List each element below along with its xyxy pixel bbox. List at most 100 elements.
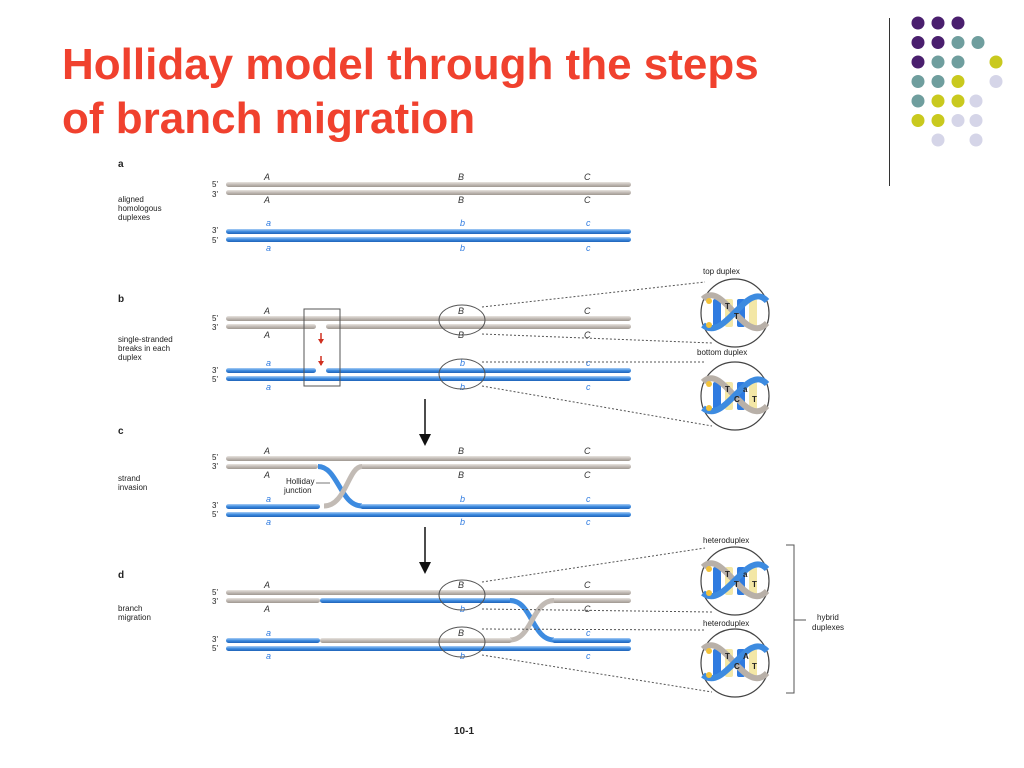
label-C: C	[584, 580, 591, 590]
label-c: c	[586, 382, 591, 392]
decor-dot	[931, 36, 945, 49]
helix-blue-strand	[701, 643, 770, 681]
blue-strand-left	[226, 368, 316, 373]
decor-dot	[971, 36, 985, 49]
junction-grey-strand	[509, 598, 555, 643]
base-letter: a	[743, 570, 748, 579]
label-C: C	[584, 470, 591, 480]
label-a: a	[266, 628, 271, 638]
grey-strand-right	[326, 324, 631, 329]
label-b: b	[460, 218, 465, 228]
label-b: b	[460, 494, 465, 504]
label-B: B	[458, 628, 464, 638]
decor-dot	[911, 75, 925, 88]
base-letter: T	[752, 580, 757, 589]
panel-b-desc-3: duplex	[118, 353, 142, 362]
end-label: 5'	[212, 510, 218, 519]
label-b: b	[460, 382, 465, 392]
label-c: c	[586, 628, 591, 638]
end-label: 5'	[212, 180, 218, 189]
callout-bottom-duplex: bottom duplex	[697, 348, 747, 357]
label-A: A	[263, 195, 270, 205]
base-letter: a	[743, 385, 748, 394]
base-pair	[713, 382, 721, 410]
zoom-ellipse	[438, 358, 486, 390]
label-c: c	[586, 243, 591, 253]
base-letter: A	[743, 652, 749, 661]
decor-dot	[951, 114, 965, 127]
label-C: C	[584, 195, 591, 205]
grey-strand-right	[552, 598, 631, 603]
decor-dot	[951, 36, 965, 49]
decor-dot	[911, 16, 925, 30]
break-arrow-head	[318, 339, 324, 344]
phosphate	[706, 590, 712, 596]
phosphate	[706, 381, 712, 387]
decor-dot	[989, 55, 1003, 69]
label-A: A	[263, 470, 270, 480]
invading-grey-strand	[323, 464, 363, 509]
base-pair	[713, 649, 721, 677]
label-c: c	[586, 358, 591, 368]
callout-heteroduplex: heteroduplex	[703, 619, 749, 628]
zoom-ellipse	[438, 304, 486, 336]
decor-dot	[931, 114, 945, 127]
decor-dot	[931, 75, 945, 88]
label-B: B	[458, 580, 464, 590]
end-label: 3'	[212, 323, 218, 332]
label-c: c	[586, 651, 591, 661]
base-letter: T	[725, 302, 730, 311]
blue-strand	[226, 512, 631, 517]
grey-strand	[226, 190, 631, 195]
label-A: A	[263, 604, 270, 614]
panel-a-letter: a	[118, 159, 124, 170]
zoom-line	[481, 547, 706, 583]
panel-b-desc-2: breaks in each	[118, 344, 170, 353]
label-c: c	[586, 517, 591, 527]
base-pair	[749, 382, 757, 410]
end-label: 5'	[212, 236, 218, 245]
base-pair	[749, 567, 757, 595]
panel-d-desc-1: branch	[118, 604, 142, 613]
callout-heteroduplex: heteroduplex	[703, 536, 749, 545]
end-label: 3'	[212, 635, 218, 644]
base-letter: C	[734, 395, 740, 404]
label-A: A	[263, 172, 270, 182]
decor-dot	[911, 114, 925, 127]
decor-dot	[969, 114, 983, 127]
zoom-ellipse	[438, 579, 486, 611]
panel-c-desc-1: strand	[118, 474, 140, 483]
grey-strand-left	[226, 598, 320, 603]
label-c: c	[586, 218, 591, 228]
label-c: c	[586, 494, 591, 504]
label-A: A	[263, 580, 270, 590]
label-b: b	[460, 358, 465, 368]
label-a: a	[266, 517, 271, 527]
end-label: 5'	[212, 453, 218, 462]
callout-hybrid-2: duplexes	[812, 623, 844, 632]
decor-dot	[931, 133, 945, 147]
blue-strand-right	[326, 368, 631, 373]
label-a: a	[266, 243, 271, 253]
grey-strand-left	[226, 464, 318, 469]
panel-a-desc-1: aligned	[118, 195, 144, 204]
end-label: 3'	[212, 597, 218, 606]
blue-strand-right	[552, 638, 631, 643]
label-B: B	[458, 172, 464, 182]
zoom-line	[481, 385, 713, 427]
zoom-line	[481, 654, 713, 693]
blue-strand	[226, 376, 631, 381]
decor-dot	[951, 75, 965, 88]
panel-d-letter: d	[118, 570, 124, 581]
base-letter: T	[734, 312, 739, 321]
label-B: B	[458, 195, 464, 205]
label-b: b	[460, 517, 465, 527]
end-label: 5'	[212, 588, 218, 597]
break-box	[303, 308, 341, 387]
label-C: C	[584, 330, 591, 340]
blue-strand	[226, 229, 631, 234]
label-C: C	[584, 172, 591, 182]
